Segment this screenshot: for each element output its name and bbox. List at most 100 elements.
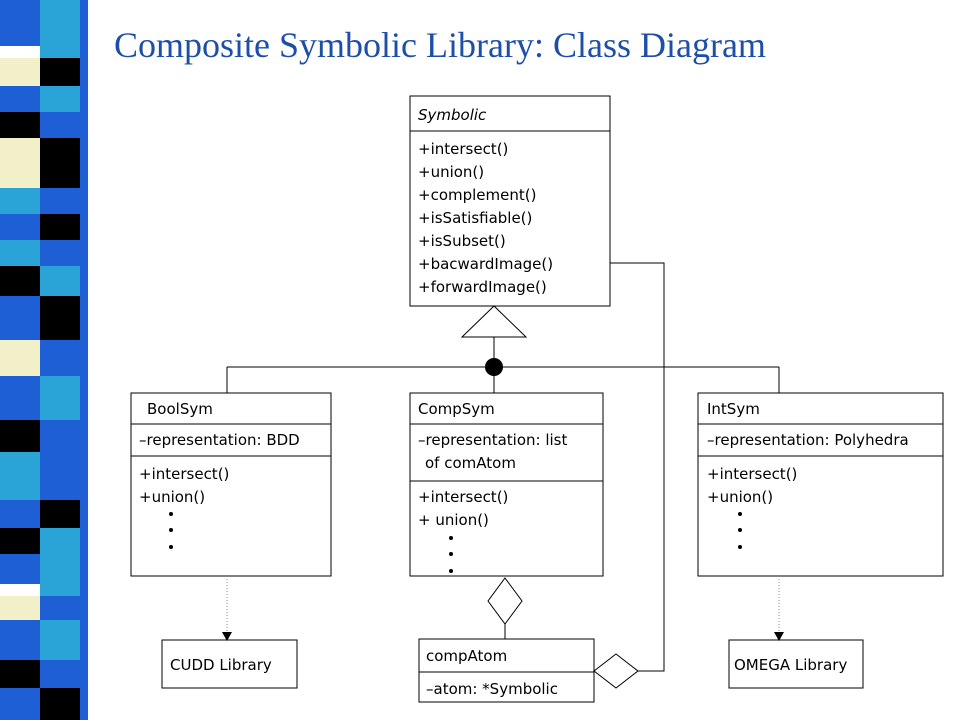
symbolic-class-box [409, 95, 611, 307]
ellipsis-dot [449, 536, 453, 540]
decorative-stripe [40, 376, 80, 420]
symbolic-method: +isSubset() [418, 232, 506, 250]
composite-junction-dot [485, 358, 503, 376]
decorative-stripe [40, 596, 80, 620]
decorative-stripe [40, 584, 80, 596]
ellipsis-dot [169, 545, 173, 549]
omega-library-label: OMEGA Library [734, 656, 848, 674]
decorative-stripe [40, 554, 80, 584]
decorative-stripe [0, 0, 40, 46]
decorative-stripe [0, 112, 40, 138]
compsym-attribute-line: –representation: list [418, 431, 568, 449]
intsym-class-name: IntSym [707, 400, 760, 418]
boolsym-class-name: BoolSym [147, 400, 213, 418]
decorative-stripe [40, 86, 80, 112]
decorative-stripe [40, 188, 80, 214]
decorative-stripe [40, 296, 80, 340]
decorative-stripe [0, 420, 40, 452]
compsym-class-name: CompSym [418, 400, 495, 418]
intsym-class-box [697, 392, 944, 577]
cudd-library-label: CUDD Library [170, 656, 272, 674]
intsym-methods: +intersect() +union() [707, 463, 797, 509]
decorative-stripe [0, 86, 40, 112]
ellipsis-dot [738, 512, 742, 516]
compatom-aggregation-diamond [593, 653, 639, 689]
decorative-stripe [40, 340, 80, 376]
compsym-attribute: –representation: list of comAtom [418, 429, 567, 475]
decorative-stripe [0, 660, 40, 688]
compsym-class-box [409, 392, 604, 577]
decorative-stripe [0, 688, 40, 720]
symbolic-method: +forwardImage() [418, 278, 547, 296]
ellipsis-dot [738, 545, 742, 549]
intsym-attribute: –representation: Polyhedra [707, 431, 909, 449]
omega-library-box [728, 639, 864, 689]
generalization-triangle [460, 305, 528, 338]
compatom-symbolic-link [610, 262, 665, 672]
decorative-stripe [40, 46, 80, 58]
decorative-stripe [40, 528, 80, 554]
boolsym-methods: +intersect() +union() [139, 463, 229, 509]
decorative-stripe [40, 240, 80, 266]
ellipsis-dot [169, 528, 173, 532]
decorative-stripe [0, 296, 40, 340]
decorative-stripe [0, 620, 40, 660]
compsym-attribute-line: of comAtom [425, 454, 516, 472]
symbolic-method: +isSatisfiable() [418, 209, 533, 227]
decorative-stripe [0, 596, 40, 620]
intsym-method: +union() [707, 488, 774, 506]
decorative-stripe [40, 138, 80, 188]
decorative-stripe [40, 266, 80, 296]
compsym-aggregation-diamond [487, 577, 523, 625]
decorative-stripe [0, 58, 40, 86]
decorative-stripe-edge [80, 0, 88, 720]
decorative-stripe-band [0, 0, 88, 720]
decorative-stripe [40, 58, 80, 86]
decorative-stripe [0, 554, 40, 584]
symbolic-class-name: Symbolic [418, 106, 487, 124]
symbolic-methods: +intersect() +union() +complement() +isS… [418, 138, 553, 299]
ellipsis-dot [738, 528, 742, 532]
decorative-stripe [40, 112, 80, 138]
boolsym-attribute: –representation: BDD [139, 431, 300, 449]
cudd-arrowhead [222, 632, 232, 641]
decorative-stripe [0, 340, 40, 376]
decorative-stripe [40, 214, 80, 240]
decorative-stripe [40, 660, 80, 688]
decorative-stripe [40, 420, 80, 452]
symbolic-method: +complement() [418, 186, 537, 204]
compsym-methods: +intersect() + union() [418, 486, 508, 532]
decorative-stripe [0, 266, 40, 296]
ellipsis-dot [169, 512, 173, 516]
symbolic-method: +intersect() [418, 140, 509, 158]
boolsym-method: +union() [139, 488, 206, 506]
symbolic-method: +bacwardImage() [418, 255, 554, 273]
ellipsis-dot [449, 552, 453, 556]
decorative-stripe [0, 240, 40, 266]
decorative-stripe [40, 500, 80, 528]
decorative-stripe [0, 584, 40, 596]
omega-arrowhead [774, 632, 784, 641]
decorative-stripe [0, 46, 40, 58]
decorative-stripe [0, 452, 40, 500]
compatom-class-name: compAtom [426, 647, 508, 665]
compatom-attribute: –atom: *Symbolic [426, 680, 558, 698]
cudd-library-box [161, 639, 298, 689]
compsym-method: + union() [418, 511, 489, 529]
decorative-stripe [40, 452, 80, 500]
decorative-stripe [0, 500, 40, 528]
compsym-method: +intersect() [418, 488, 509, 506]
decorative-stripe [40, 620, 80, 660]
boolsym-class-box [130, 392, 332, 577]
decorative-stripe [0, 528, 40, 554]
slide-title: Composite Symbolic Library: Class Diagra… [114, 25, 766, 65]
ellipsis-dot [449, 569, 453, 573]
intsym-method: +intersect() [707, 465, 798, 483]
decorative-stripe [0, 138, 40, 188]
boolsym-method: +intersect() [139, 465, 230, 483]
decorative-stripe [0, 214, 40, 240]
symbolic-method: +union() [418, 163, 485, 181]
decorative-stripe [40, 0, 80, 46]
decorative-stripe [0, 188, 40, 214]
